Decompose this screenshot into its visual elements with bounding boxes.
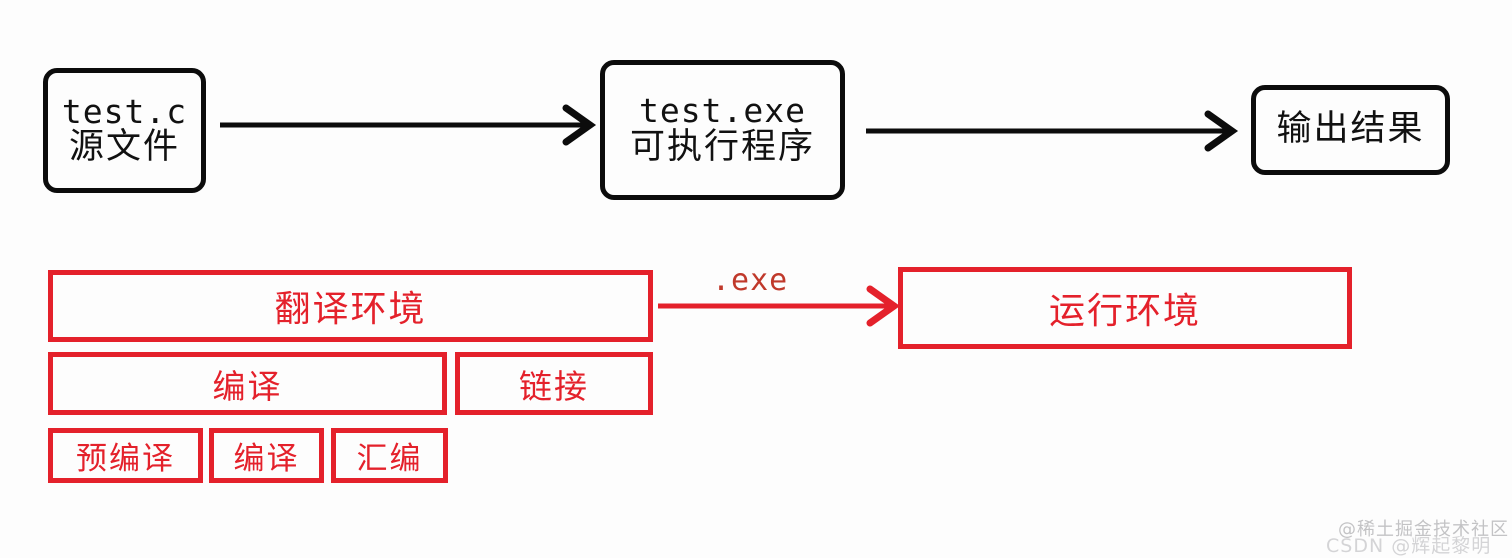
red-box-precompile: 预编译	[48, 428, 203, 483]
flow-box-executable: test.exe 可执行程序	[600, 60, 845, 200]
red-box-compile: 编译	[48, 352, 447, 415]
exe-extension-label: .exe	[712, 263, 789, 298]
arrow-exe-to-runtime	[658, 285, 901, 327]
flow-box-output-result: 输出结果	[1251, 85, 1450, 175]
watermark-juejin: @稀土掘金技术社区	[1338, 519, 1509, 540]
source-file-caption: 源文件	[68, 127, 180, 168]
watermark-csdn: CSDN @辉起黎明	[1326, 535, 1492, 557]
arrow-compile	[220, 104, 597, 146]
executable-caption: 可执行程序	[629, 126, 815, 167]
flow-box-source-file: test.c 源文件	[43, 68, 206, 193]
red-box-compile-sub: 编译	[209, 428, 324, 483]
red-box-link: 链接	[455, 352, 653, 415]
red-box-assemble: 汇编	[331, 428, 448, 483]
red-box-runtime-environment: 运行环境	[898, 267, 1352, 349]
source-file-filename: test.c	[61, 91, 188, 131]
arrow-execute	[866, 110, 1239, 152]
output-result-caption: 输出结果	[1276, 109, 1425, 150]
executable-filename: test.exe	[639, 91, 806, 131]
red-box-translation-environment: 翻译环境	[48, 270, 653, 342]
